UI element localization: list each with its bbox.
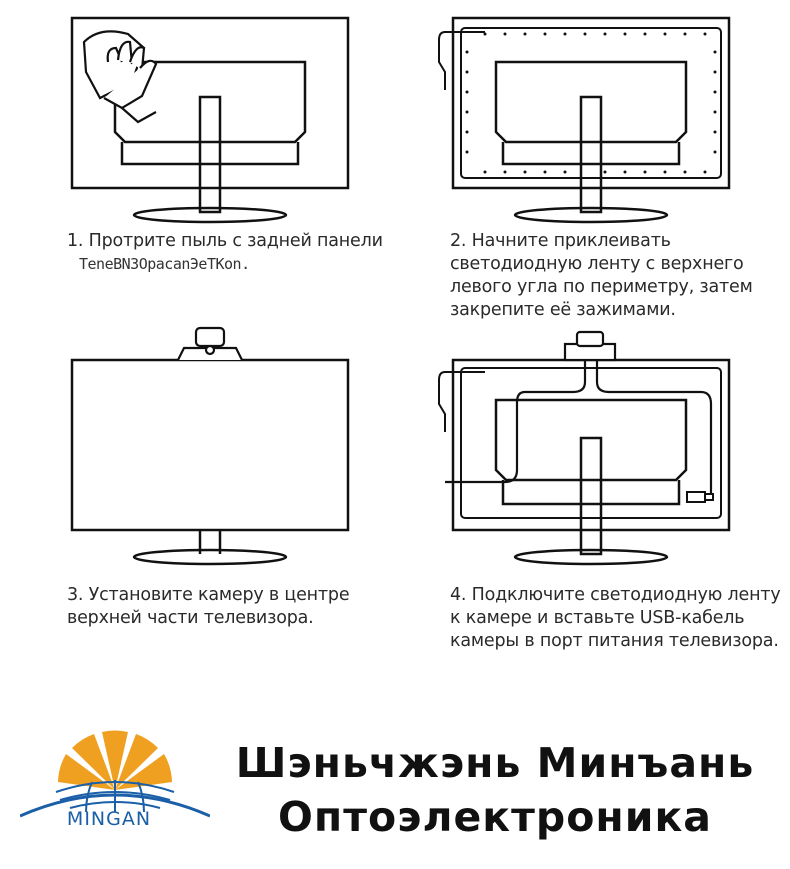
monitor-front-icon [70, 358, 350, 566]
monitor-back-icon [451, 358, 731, 566]
step4-illustration [438, 330, 731, 566]
step1-garbled-line: TeneBN3OpacanЭeTKon. [79, 255, 250, 273]
brand-name: Шэньчжэнь Минъань Оптоэлектроника [225, 736, 765, 844]
camera-icon [177, 326, 243, 361]
led-strip-icon [438, 27, 722, 179]
monitor-back-icon [451, 16, 731, 224]
cable-icon [445, 360, 713, 497]
step1-illustration [70, 16, 350, 224]
led-strip-icon [438, 367, 722, 519]
step3-illustration [70, 326, 350, 566]
globe-icon [20, 780, 210, 818]
step2-caption: 2. Начните приклеивать светодиодную лент… [450, 231, 753, 320]
sun-icon [58, 730, 172, 790]
camera-icon [563, 330, 617, 362]
mingan-logo [20, 730, 210, 818]
brand-line-1: Шэньчжэнь Минъань [235, 739, 755, 787]
step2-illustration [438, 16, 731, 224]
brand-line-2: Оптоэлектроника [278, 793, 712, 841]
step3-caption: 3. Установите камеру в центре верхней ча… [67, 585, 350, 628]
usb-plug-icon [686, 491, 714, 503]
step4-caption: 4. Подключите светодиодную ленту к камер… [450, 585, 781, 651]
logo-text: MINGAN [66, 808, 152, 830]
step1-caption: 1. Протрите пыль с задней панели TeneBN3… [67, 230, 383, 276]
monitor-back-icon [70, 16, 350, 224]
hand-cloth-icon [82, 30, 158, 124]
